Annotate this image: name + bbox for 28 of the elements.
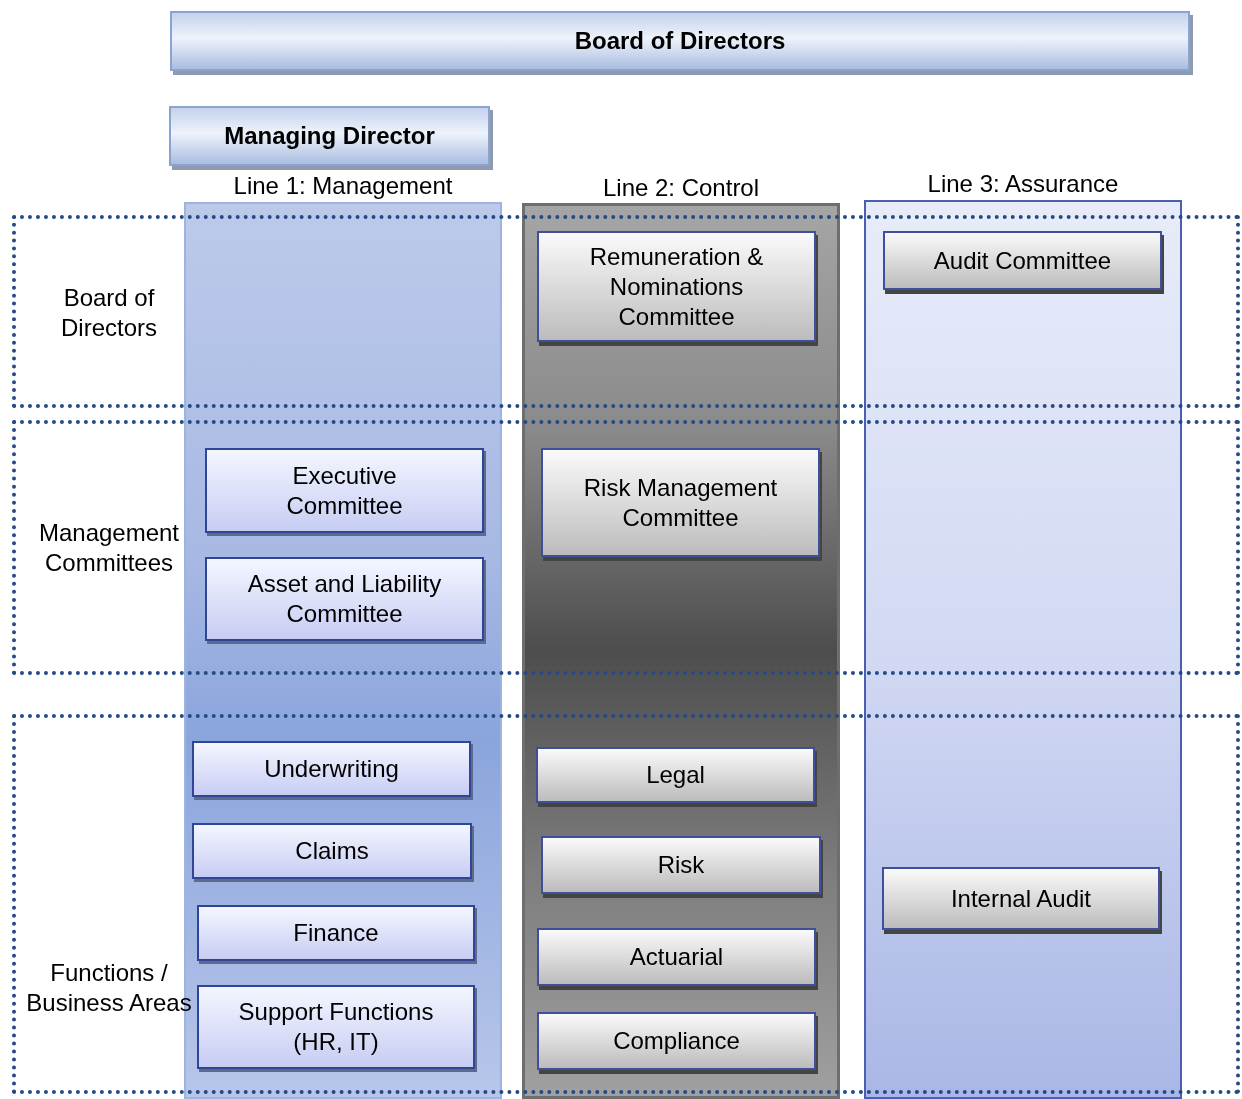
committee-box xyxy=(197,985,475,1069)
box-label: Underwriting xyxy=(263,754,400,784)
box-label: Remuneration & Nominations Committee xyxy=(588,241,765,332)
band-label: Management Committees xyxy=(37,518,181,578)
box-label: Audit Committee xyxy=(932,245,1113,276)
box-label: Risk xyxy=(656,850,706,880)
box-label: Legal xyxy=(645,760,706,790)
band-label: Functions / Business Areas xyxy=(25,958,193,1018)
box-label: Finance xyxy=(292,918,380,948)
column-heading: Line 2: Control xyxy=(601,174,761,202)
committee-box xyxy=(205,448,484,533)
box-label: Asset and Liability Committee xyxy=(246,569,443,629)
band-label: Board of Directors xyxy=(60,283,158,343)
box-label: Support Functions (HR, IT) xyxy=(237,997,435,1057)
column-heading: Line 1: Management xyxy=(232,172,454,200)
box-label: Actuarial xyxy=(628,942,725,972)
box-label: Risk Management Committee xyxy=(582,472,779,533)
committee-box xyxy=(192,823,472,879)
committee-box xyxy=(197,905,475,961)
box-label: Internal Audit xyxy=(949,883,1093,914)
box-label: Executive Committee xyxy=(285,460,404,521)
column-heading: Line 3: Assurance xyxy=(926,170,1120,198)
title-text: Board of Directors xyxy=(574,27,786,55)
committee-box xyxy=(205,557,484,641)
box-label: Claims xyxy=(294,836,370,866)
box-label: Compliance xyxy=(612,1026,741,1056)
committee-box xyxy=(192,741,471,797)
title-text: Managing Director xyxy=(224,122,435,150)
